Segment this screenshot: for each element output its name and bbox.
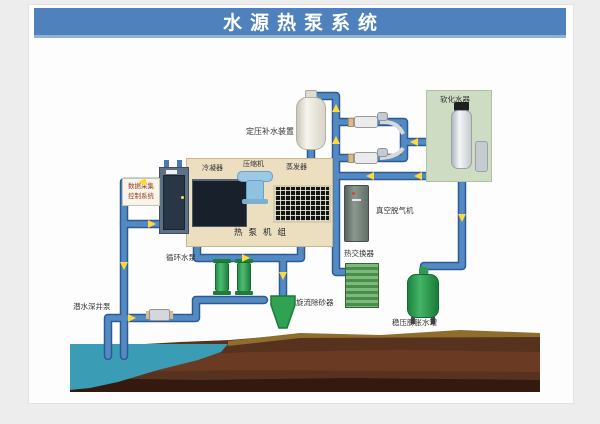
well-transfer-pump[interactable] [149,309,170,321]
compressor-icon[interactable] [246,180,264,201]
cabinet-label-line2: 控制系统 [128,191,154,200]
circulation-pump-2[interactable] [237,262,251,292]
compressor-label: 压缩机 [243,160,264,168]
expansion-tank-label: 稳压膨胀水罐 [392,318,437,327]
desander-body[interactable] [270,295,296,329]
well-pump-label: 潜水深井泵 [73,302,111,311]
cabinet-pipe-stub [177,160,182,168]
makeup-pump-top[interactable] [354,116,378,128]
flow-arrow-icon [332,104,340,112]
pump-hose-icon [379,146,405,160]
heat-exchanger[interactable] [345,263,379,308]
cabinet-door [163,175,185,230]
flow-arrow-icon [279,272,287,280]
vacuum-degasser[interactable] [344,185,369,242]
flow-arrow-icon [148,220,156,228]
softener-valve-icon [454,102,469,111]
page-title: 水源热泵系统 [34,8,566,38]
degasser-display [352,199,361,201]
pump-hose-icon [379,119,405,135]
flow-arrow-icon [410,138,418,146]
condenser[interactable] [192,179,247,227]
circulation-pump-1[interactable] [215,262,229,292]
expansion-tank[interactable] [407,274,439,318]
cabinet-label-plate: 数据采集 控制系统 [122,178,160,206]
pump-coupling-icon [348,118,354,127]
tank-leg-icon [411,317,415,324]
cabinet-indicator-icon [181,196,184,199]
soil-layer-bottom [70,378,540,392]
pump-flange-icon [213,259,231,263]
flow-arrow-icon [458,214,466,222]
unit-name-label: 热泵机组 [234,228,293,238]
degasser-label: 真空脱气机 [376,206,414,215]
pressurization-label: 定压补水装置 [246,127,294,136]
soil-top-band [228,330,540,346]
tank-nozzle-icon [419,267,428,275]
pump-flange-icon [213,291,231,295]
cabinet-display [166,170,177,174]
flow-arrow-icon [242,254,250,262]
degasser-indicator-icon [352,192,355,195]
evaporator-label: 蒸发器 [286,163,307,171]
condenser-label: 冷凝器 [202,164,223,172]
pump-coupling-icon [348,154,354,163]
cabinet-label-line1: 数据采集 [128,182,154,190]
circulation-pump-label: 循环水泵 [166,253,196,262]
makeup-pump-bottom[interactable] [354,152,378,164]
evaporator[interactable] [273,185,331,223]
desander-label: 旋流除砂器 [296,298,334,307]
flow-arrow-icon [414,172,422,180]
flow-arrow-icon [128,314,136,322]
softener-label: 软化水器 [440,95,470,104]
pressurization-tank[interactable] [296,97,326,150]
makeup-pump-bottom-motor [377,148,388,157]
pump-flange-icon [235,291,253,295]
flow-arrow-icon [138,178,146,186]
pump-coupling-icon [170,311,173,319]
makeup-pump-top-motor [377,112,388,121]
cabinet-pipe-stub [164,160,169,168]
compressor-icon [242,199,268,204]
flow-arrow-icon [332,136,340,144]
brine-tank[interactable] [475,141,488,172]
flow-arrow-icon [366,172,374,180]
tank-leg-icon [431,317,435,324]
softener-cylinder[interactable] [451,110,472,169]
flow-arrow-icon [120,262,128,270]
heat-exchanger-label: 热交换器 [344,249,374,258]
pump-coupling-icon [146,311,149,319]
